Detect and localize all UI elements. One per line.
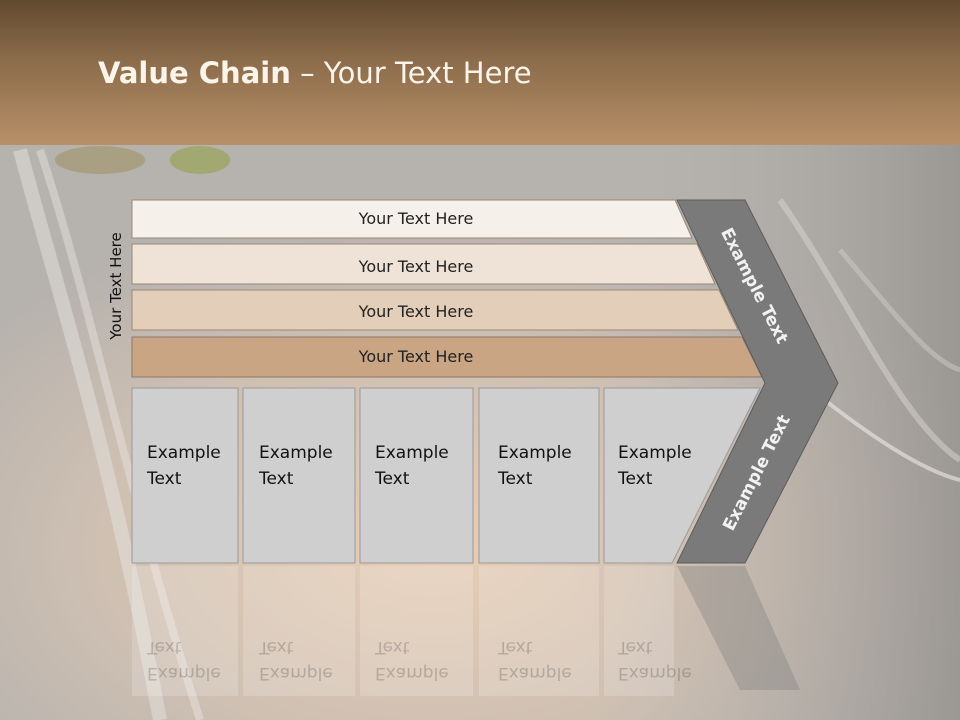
slide-title: Value Chain – Your Text Here	[98, 56, 532, 90]
box-4-shape[interactable]	[478, 387, 600, 564]
row-1-label: Your Text Here	[358, 209, 474, 228]
row-4-label: Your Text Here	[358, 347, 474, 366]
row-1-shape[interactable]	[131, 199, 693, 239]
box-3-shape[interactable]	[359, 387, 474, 564]
row-3-label: Your Text Here	[358, 302, 474, 321]
box-2-shape[interactable]	[242, 387, 356, 564]
title-rest: – Your Text Here	[290, 56, 532, 90]
row-2-shape[interactable]	[131, 243, 716, 285]
row-2-label: Your Text Here	[358, 257, 474, 276]
row-3-shape[interactable]	[131, 289, 739, 331]
box-1-shape[interactable]	[131, 387, 239, 564]
chevron-shape[interactable]	[676, 199, 839, 564]
header-band	[0, 0, 960, 145]
title-bold: Value Chain	[98, 56, 291, 90]
box-5-shape[interactable]	[603, 387, 761, 564]
side-label: Your Text Here	[107, 232, 125, 340]
